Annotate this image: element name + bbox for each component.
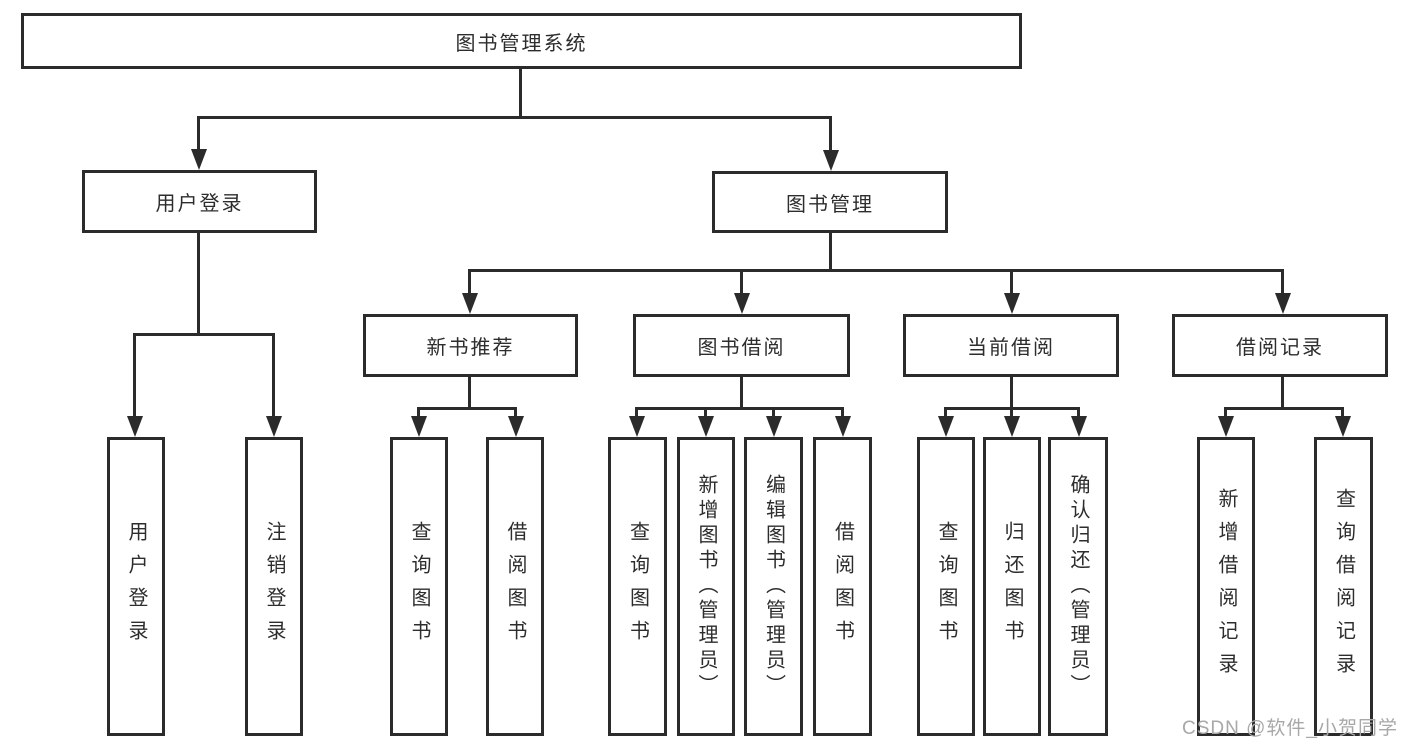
connector-line bbox=[1077, 407, 1080, 419]
arrowhead-icon bbox=[1275, 293, 1291, 314]
arrowhead-icon bbox=[938, 416, 954, 437]
connector-line bbox=[133, 333, 275, 336]
arrowhead-icon bbox=[835, 416, 851, 437]
connector-line bbox=[1224, 407, 1344, 410]
leaf-borrow-query: 查询图书 bbox=[608, 437, 667, 736]
connector-line bbox=[468, 269, 471, 296]
connector-line bbox=[197, 116, 832, 119]
node-current-borrow: 当前借阅 bbox=[903, 314, 1119, 377]
arrowhead-icon bbox=[127, 416, 143, 437]
leaf-current-return-label: 归还图书 bbox=[1001, 520, 1023, 653]
node-new-books-label: 新书推荐 bbox=[426, 337, 515, 359]
connector-line bbox=[468, 269, 1284, 272]
node-root: 图书管理系统 bbox=[21, 13, 1022, 69]
arrowhead-icon bbox=[266, 416, 282, 437]
connector-line bbox=[468, 377, 471, 410]
csdn-watermark: CSDN @软件_小贺同学 bbox=[1182, 718, 1398, 739]
node-book-borrow: 图书借阅 bbox=[633, 314, 850, 377]
arrowhead-icon bbox=[734, 293, 750, 314]
arrowhead-icon bbox=[508, 416, 524, 437]
leaf-logout: 注销登录 bbox=[245, 437, 303, 736]
leaf-current-query: 查询图书 bbox=[917, 437, 975, 736]
leaf-records-add-label: 新增借阅记录 bbox=[1215, 487, 1237, 686]
arrowhead-icon bbox=[823, 150, 839, 171]
connector-line bbox=[1224, 407, 1227, 419]
connector-line bbox=[417, 407, 517, 410]
node-user-login-label: 用户登录 bbox=[155, 193, 244, 215]
arrowhead-icon bbox=[1004, 416, 1020, 437]
arrowhead-icon bbox=[1335, 416, 1351, 437]
leaf-records-add: 新增借阅记录 bbox=[1197, 437, 1255, 736]
connector-line bbox=[740, 269, 743, 296]
connector-line bbox=[1281, 377, 1284, 410]
arrowhead-icon bbox=[629, 416, 645, 437]
connector-line bbox=[1281, 269, 1284, 296]
leaf-current-confirm-admin-label: 确认归还（管理员） bbox=[1067, 474, 1089, 699]
leaf-borrow-query-label: 查询图书 bbox=[626, 520, 649, 653]
connector-line bbox=[133, 333, 136, 419]
leaf-newbooks-query: 查询图书 bbox=[390, 437, 448, 736]
leaf-current-return: 归还图书 bbox=[983, 437, 1041, 736]
node-borrow-records-label: 借阅记录 bbox=[1236, 337, 1324, 359]
connector-line bbox=[740, 377, 743, 410]
connector-line bbox=[1010, 377, 1013, 410]
arrowhead-icon bbox=[1071, 416, 1087, 437]
leaf-newbooks-query-label: 查询图书 bbox=[408, 520, 430, 653]
connector-line bbox=[635, 407, 638, 419]
node-root-label: 图书管理系统 bbox=[455, 32, 588, 55]
leaf-newbooks-borrow: 借阅图书 bbox=[486, 437, 544, 736]
connector-line bbox=[704, 407, 707, 419]
leaf-borrow-add-admin: 新增图书（管理员） bbox=[677, 437, 735, 736]
leaf-logout-label: 注销登录 bbox=[263, 520, 285, 653]
connector-line bbox=[197, 116, 200, 154]
leaf-newbooks-borrow-label: 借阅图书 bbox=[504, 520, 526, 653]
node-borrow-records: 借阅记录 bbox=[1172, 314, 1388, 377]
arrowhead-icon bbox=[411, 416, 427, 437]
connector-line bbox=[197, 233, 200, 336]
connector-line bbox=[1010, 269, 1013, 296]
leaf-current-query-label: 查询图书 bbox=[935, 520, 957, 653]
arrowhead-icon bbox=[766, 416, 782, 437]
node-current-borrow-label: 当前借阅 bbox=[967, 337, 1055, 359]
connector-line bbox=[829, 116, 832, 154]
connector-line bbox=[944, 407, 947, 419]
arrowhead-icon bbox=[462, 293, 478, 314]
connector-line bbox=[635, 407, 844, 410]
connector-line bbox=[841, 407, 844, 419]
connector-line bbox=[1341, 407, 1344, 419]
arrowhead-icon bbox=[1218, 416, 1234, 437]
arrowhead-icon bbox=[698, 416, 714, 437]
leaf-records-query-label: 查询借阅记录 bbox=[1332, 487, 1355, 686]
connector-line bbox=[417, 407, 420, 419]
node-new-books: 新书推荐 bbox=[363, 314, 578, 377]
connector-line bbox=[272, 333, 275, 419]
arrowhead-icon bbox=[1004, 293, 1020, 314]
node-book-mgmt: 图书管理 bbox=[712, 171, 948, 233]
leaf-borrow-edit-admin-label: 编辑图书（管理员） bbox=[762, 474, 785, 699]
connector-line bbox=[829, 233, 832, 272]
leaf-records-query: 查询借阅记录 bbox=[1314, 437, 1373, 736]
connector-line bbox=[772, 407, 775, 419]
leaf-borrow-book: 借阅图书 bbox=[813, 437, 872, 736]
connector-line bbox=[1010, 407, 1013, 419]
leaf-borrow-add-admin-label: 新增图书（管理员） bbox=[695, 474, 717, 699]
node-book-mgmt-label: 图书管理 bbox=[786, 193, 874, 216]
arrowhead-icon bbox=[191, 149, 207, 170]
connector-line bbox=[519, 68, 522, 116]
leaf-borrow-book-label: 借阅图书 bbox=[831, 520, 854, 653]
connector-line bbox=[514, 407, 517, 419]
leaf-user-login: 用户登录 bbox=[107, 437, 165, 736]
leaf-borrow-edit-admin: 编辑图书（管理员） bbox=[744, 437, 803, 736]
node-user-login: 用户登录 bbox=[82, 170, 317, 233]
leaf-current-confirm-admin: 确认归还（管理员） bbox=[1048, 437, 1108, 736]
node-book-borrow-label: 图书借阅 bbox=[697, 337, 786, 359]
leaf-user-login-label: 用户登录 bbox=[125, 520, 147, 653]
